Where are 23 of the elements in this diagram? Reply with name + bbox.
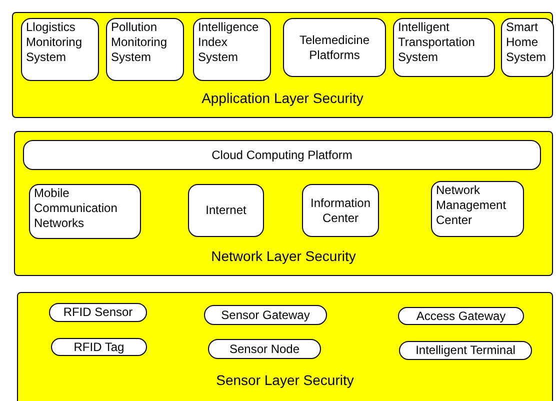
layer-title: Sensor Layer Security <box>215 373 355 387</box>
system-box: Telemedicine Platforms <box>283 18 386 77</box>
system-box: Smart Home System <box>501 18 554 77</box>
layer-title: Network Layer Security <box>210 249 357 263</box>
layer-panel <box>17 292 553 401</box>
device-pill: Sensor Gateway <box>204 305 327 325</box>
layer-title: Application Layer Security <box>200 91 364 105</box>
device-pill: RFID Sensor <box>49 303 147 322</box>
device-pill: Access Gateway <box>398 307 524 325</box>
device-pill: RFID Tag <box>51 338 147 356</box>
system-box: Llogistics Monitoring System <box>21 18 99 81</box>
system-box: Intelligent Transportation System <box>393 18 495 77</box>
system-box: Information Center <box>302 184 379 237</box>
layer-panel <box>12 12 553 118</box>
layer-panel <box>14 131 553 276</box>
system-box: Internet <box>188 184 264 237</box>
device-pill: Sensor Node <box>208 339 321 359</box>
system-box: Mobile Communication Networks <box>29 184 141 239</box>
system-box: Network Management Center <box>431 181 524 237</box>
system-box: Cloud Computing Platform <box>23 140 541 170</box>
system-box: Intelligence Index System <box>193 18 271 81</box>
device-pill: Intelligent Terminal <box>399 341 532 360</box>
system-box: Pollution Monitoring System <box>106 18 184 81</box>
